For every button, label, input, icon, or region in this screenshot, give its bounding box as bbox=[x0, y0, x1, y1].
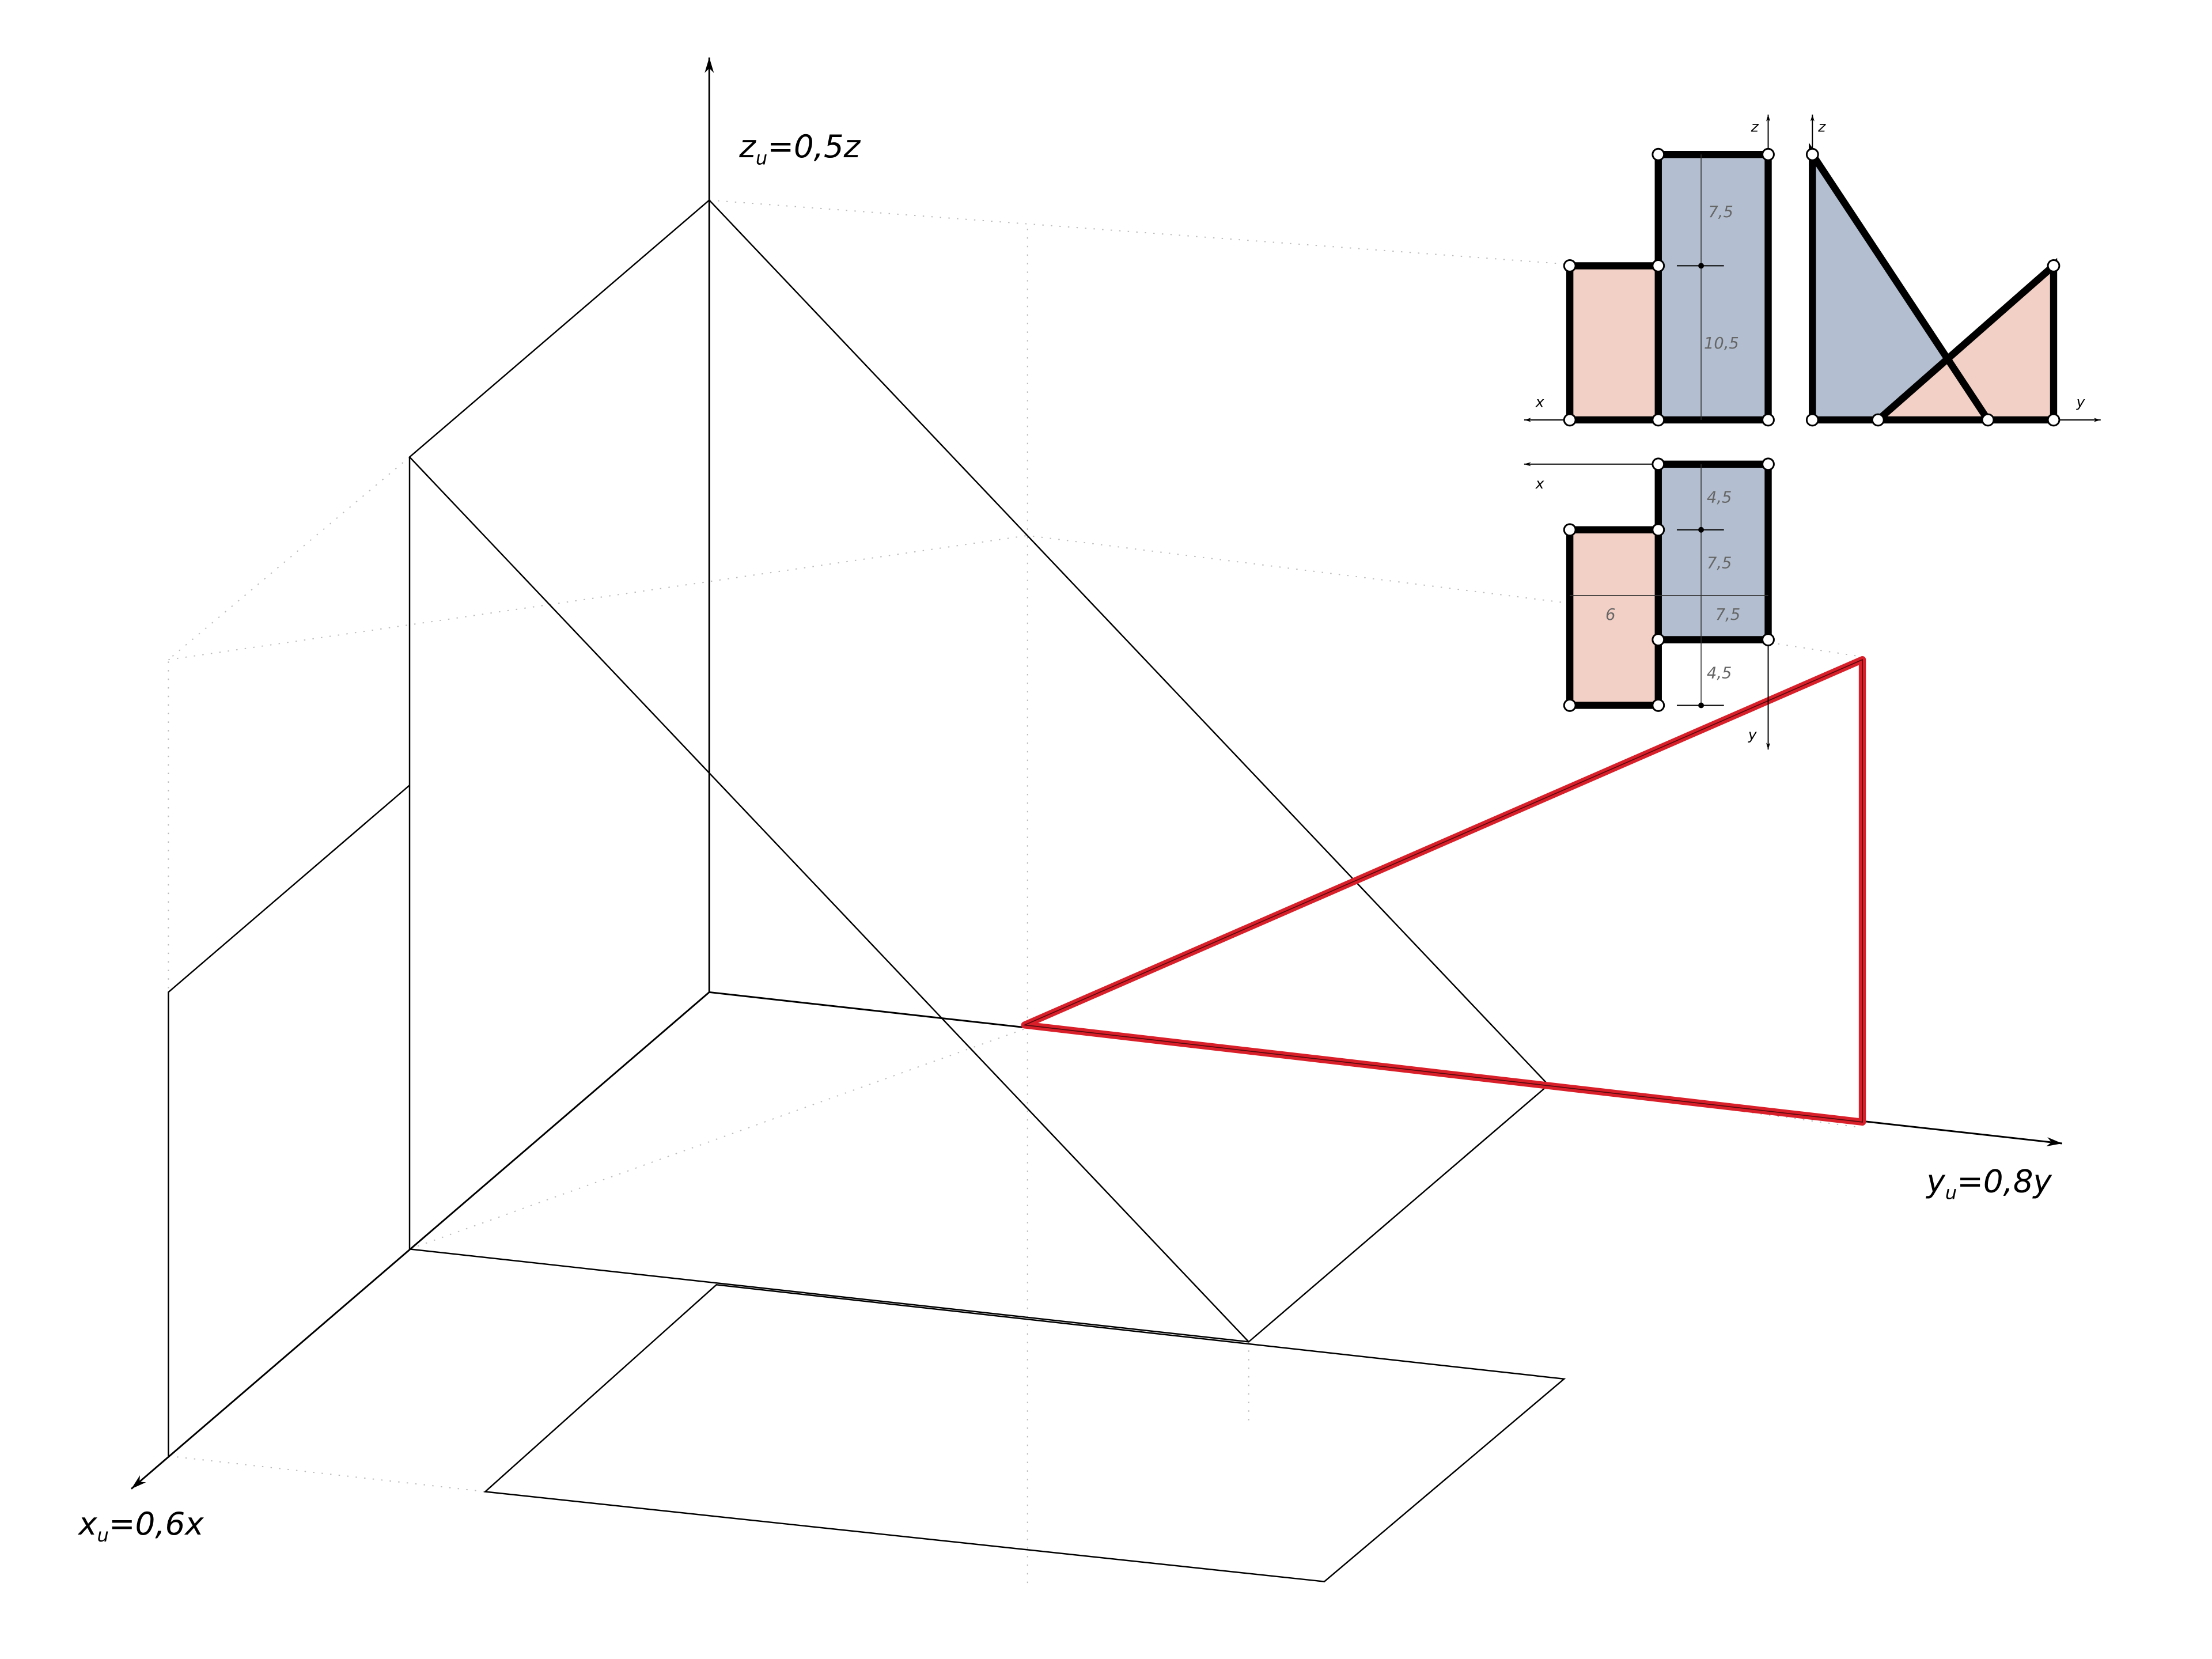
top-view: x y 4,5 7,5 6 7,5 4,5 bbox=[1524, 457, 1775, 750]
svg-text:y: y bbox=[1748, 726, 1757, 743]
svg-text:10,5: 10,5 bbox=[1704, 335, 1739, 353]
svg-text:x: x bbox=[1535, 394, 1544, 411]
svg-text:y: y bbox=[2076, 394, 2085, 411]
svg-text:7,5: 7,5 bbox=[1707, 555, 1732, 573]
svg-text:x: x bbox=[1535, 475, 1544, 492]
body-edges bbox=[168, 199, 1566, 1582]
construction-lines bbox=[168, 199, 1863, 1585]
axes bbox=[130, 57, 2063, 1490]
svg-text:7,5: 7,5 bbox=[1708, 203, 1733, 221]
z-axis-label: zu=0,5z bbox=[738, 128, 861, 169]
svg-text:6: 6 bbox=[1605, 606, 1615, 624]
svg-text:z: z bbox=[1751, 119, 1759, 135]
svg-text:4,5: 4,5 bbox=[1707, 489, 1732, 507]
x-axis-label: xu=0,6x bbox=[77, 1505, 204, 1546]
y-axis-label: yu=0,8y bbox=[1926, 1162, 2052, 1203]
x-axis bbox=[130, 991, 710, 1490]
svg-text:z: z bbox=[1817, 119, 1826, 135]
side-view: z y bbox=[1805, 114, 2101, 427]
highlight-triangle bbox=[1021, 656, 1866, 1126]
svg-text:7,5: 7,5 bbox=[1715, 606, 1740, 624]
front-view: z x 7,5 10,5 bbox=[1524, 114, 1775, 427]
svg-text:4,5: 4,5 bbox=[1707, 664, 1732, 682]
